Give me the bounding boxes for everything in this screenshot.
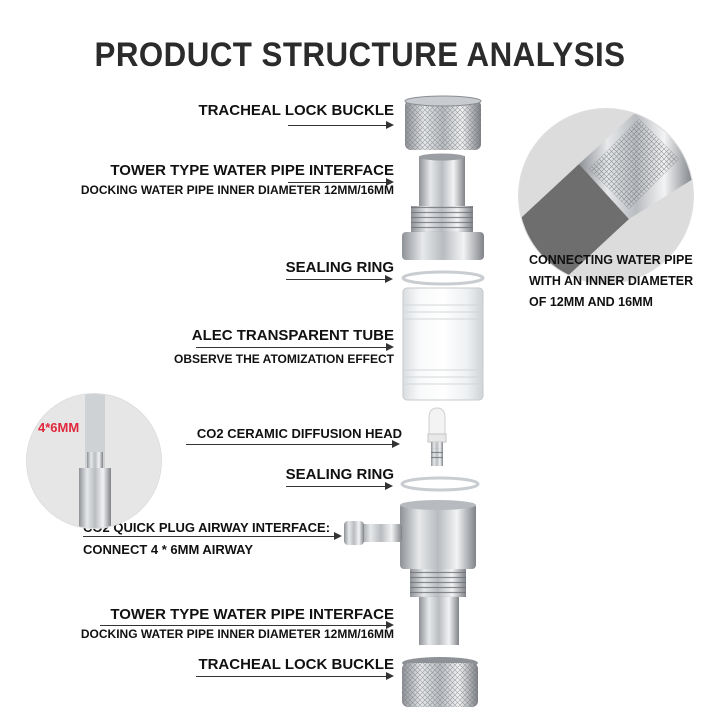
bottom-lock-buckle	[402, 657, 478, 707]
arrow-icon	[386, 343, 394, 351]
label-bottom-interface: TOWER TYPE WATER PIPE INTERFACE	[110, 606, 394, 623]
ceramic-diffusion-head	[427, 407, 447, 466]
label-quick-plug-sub: CONNECT 4 * 6MM AIRWAY	[83, 542, 253, 557]
pipe-callout-line-1: CONNECTING WATER PIPE	[529, 253, 693, 267]
pipe-callout-line-3: OF 12MM AND 16MM	[529, 295, 653, 309]
sealing-ring-2	[400, 476, 480, 492]
page-title: PRODUCT STRUCTURE ANALYSIS	[94, 36, 626, 74]
airway-size-label: 4*6MM	[38, 420, 80, 435]
arrow-icon	[386, 621, 394, 629]
pipe-connection-closeup	[519, 109, 693, 283]
pipe-callout-text: CONNECTING WATER PIPE WITH AN INNER DIAM…	[529, 250, 693, 313]
pipe-callout-line-2: WITH AN INNER DIAMETER	[529, 274, 694, 288]
arrow-icon	[385, 275, 393, 283]
label-top-interface: TOWER TYPE WATER PIPE INTERFACE	[110, 162, 394, 179]
leader-line	[288, 182, 388, 183]
label-top-interface-sub: DOCKING WATER PIPE INNER DIAMETER 12MM/1…	[80, 183, 394, 197]
label-ceramic-head: CO2 CERAMIC DIFFUSION HEAD	[196, 426, 402, 441]
airway-closeup-image	[27, 394, 161, 528]
leader-line	[186, 444, 394, 445]
arrow-icon	[334, 532, 342, 540]
leader-line	[196, 676, 388, 677]
arrow-icon	[386, 121, 394, 129]
leader-line	[100, 625, 388, 626]
arrow-icon	[386, 178, 394, 186]
pipe-closeup-image	[519, 109, 693, 283]
leader-line	[286, 486, 386, 487]
leader-line	[83, 536, 335, 537]
label-transparent-tube-sub: OBSERVE THE ATOMIZATION EFFECT	[173, 352, 394, 366]
label-top-lock-buckle: TRACHEAL LOCK BUCKLE	[198, 102, 394, 119]
label-sealing-ring-2: SEALING RING	[285, 466, 394, 483]
label-bottom-lock-buckle: TRACHEAL LOCK BUCKLE	[198, 656, 394, 673]
co2-body-with-quick-plug	[344, 500, 476, 645]
arrow-icon	[385, 482, 393, 490]
label-transparent-tube: ALEC TRANSPARENT TUBE	[191, 327, 394, 344]
label-sealing-ring-1: SEALING RING	[285, 259, 394, 276]
label-quick-plug: CO2 QUICK PLUG AIRWAY INTERFACE:	[83, 520, 331, 535]
top-water-interface	[402, 153, 484, 260]
arrow-icon	[386, 672, 394, 680]
airway-closeup	[27, 394, 161, 528]
leader-line	[288, 125, 388, 126]
leader-line	[286, 279, 386, 280]
label-bottom-interface-sub: DOCKING WATER PIPE INNER DIAMETER 12MM/1…	[80, 627, 394, 641]
top-lock-buckle	[404, 95, 482, 150]
arrow-icon	[392, 440, 400, 448]
sealing-ring-1	[401, 270, 485, 286]
transparent-tube	[402, 287, 484, 401]
leader-line	[196, 347, 388, 348]
